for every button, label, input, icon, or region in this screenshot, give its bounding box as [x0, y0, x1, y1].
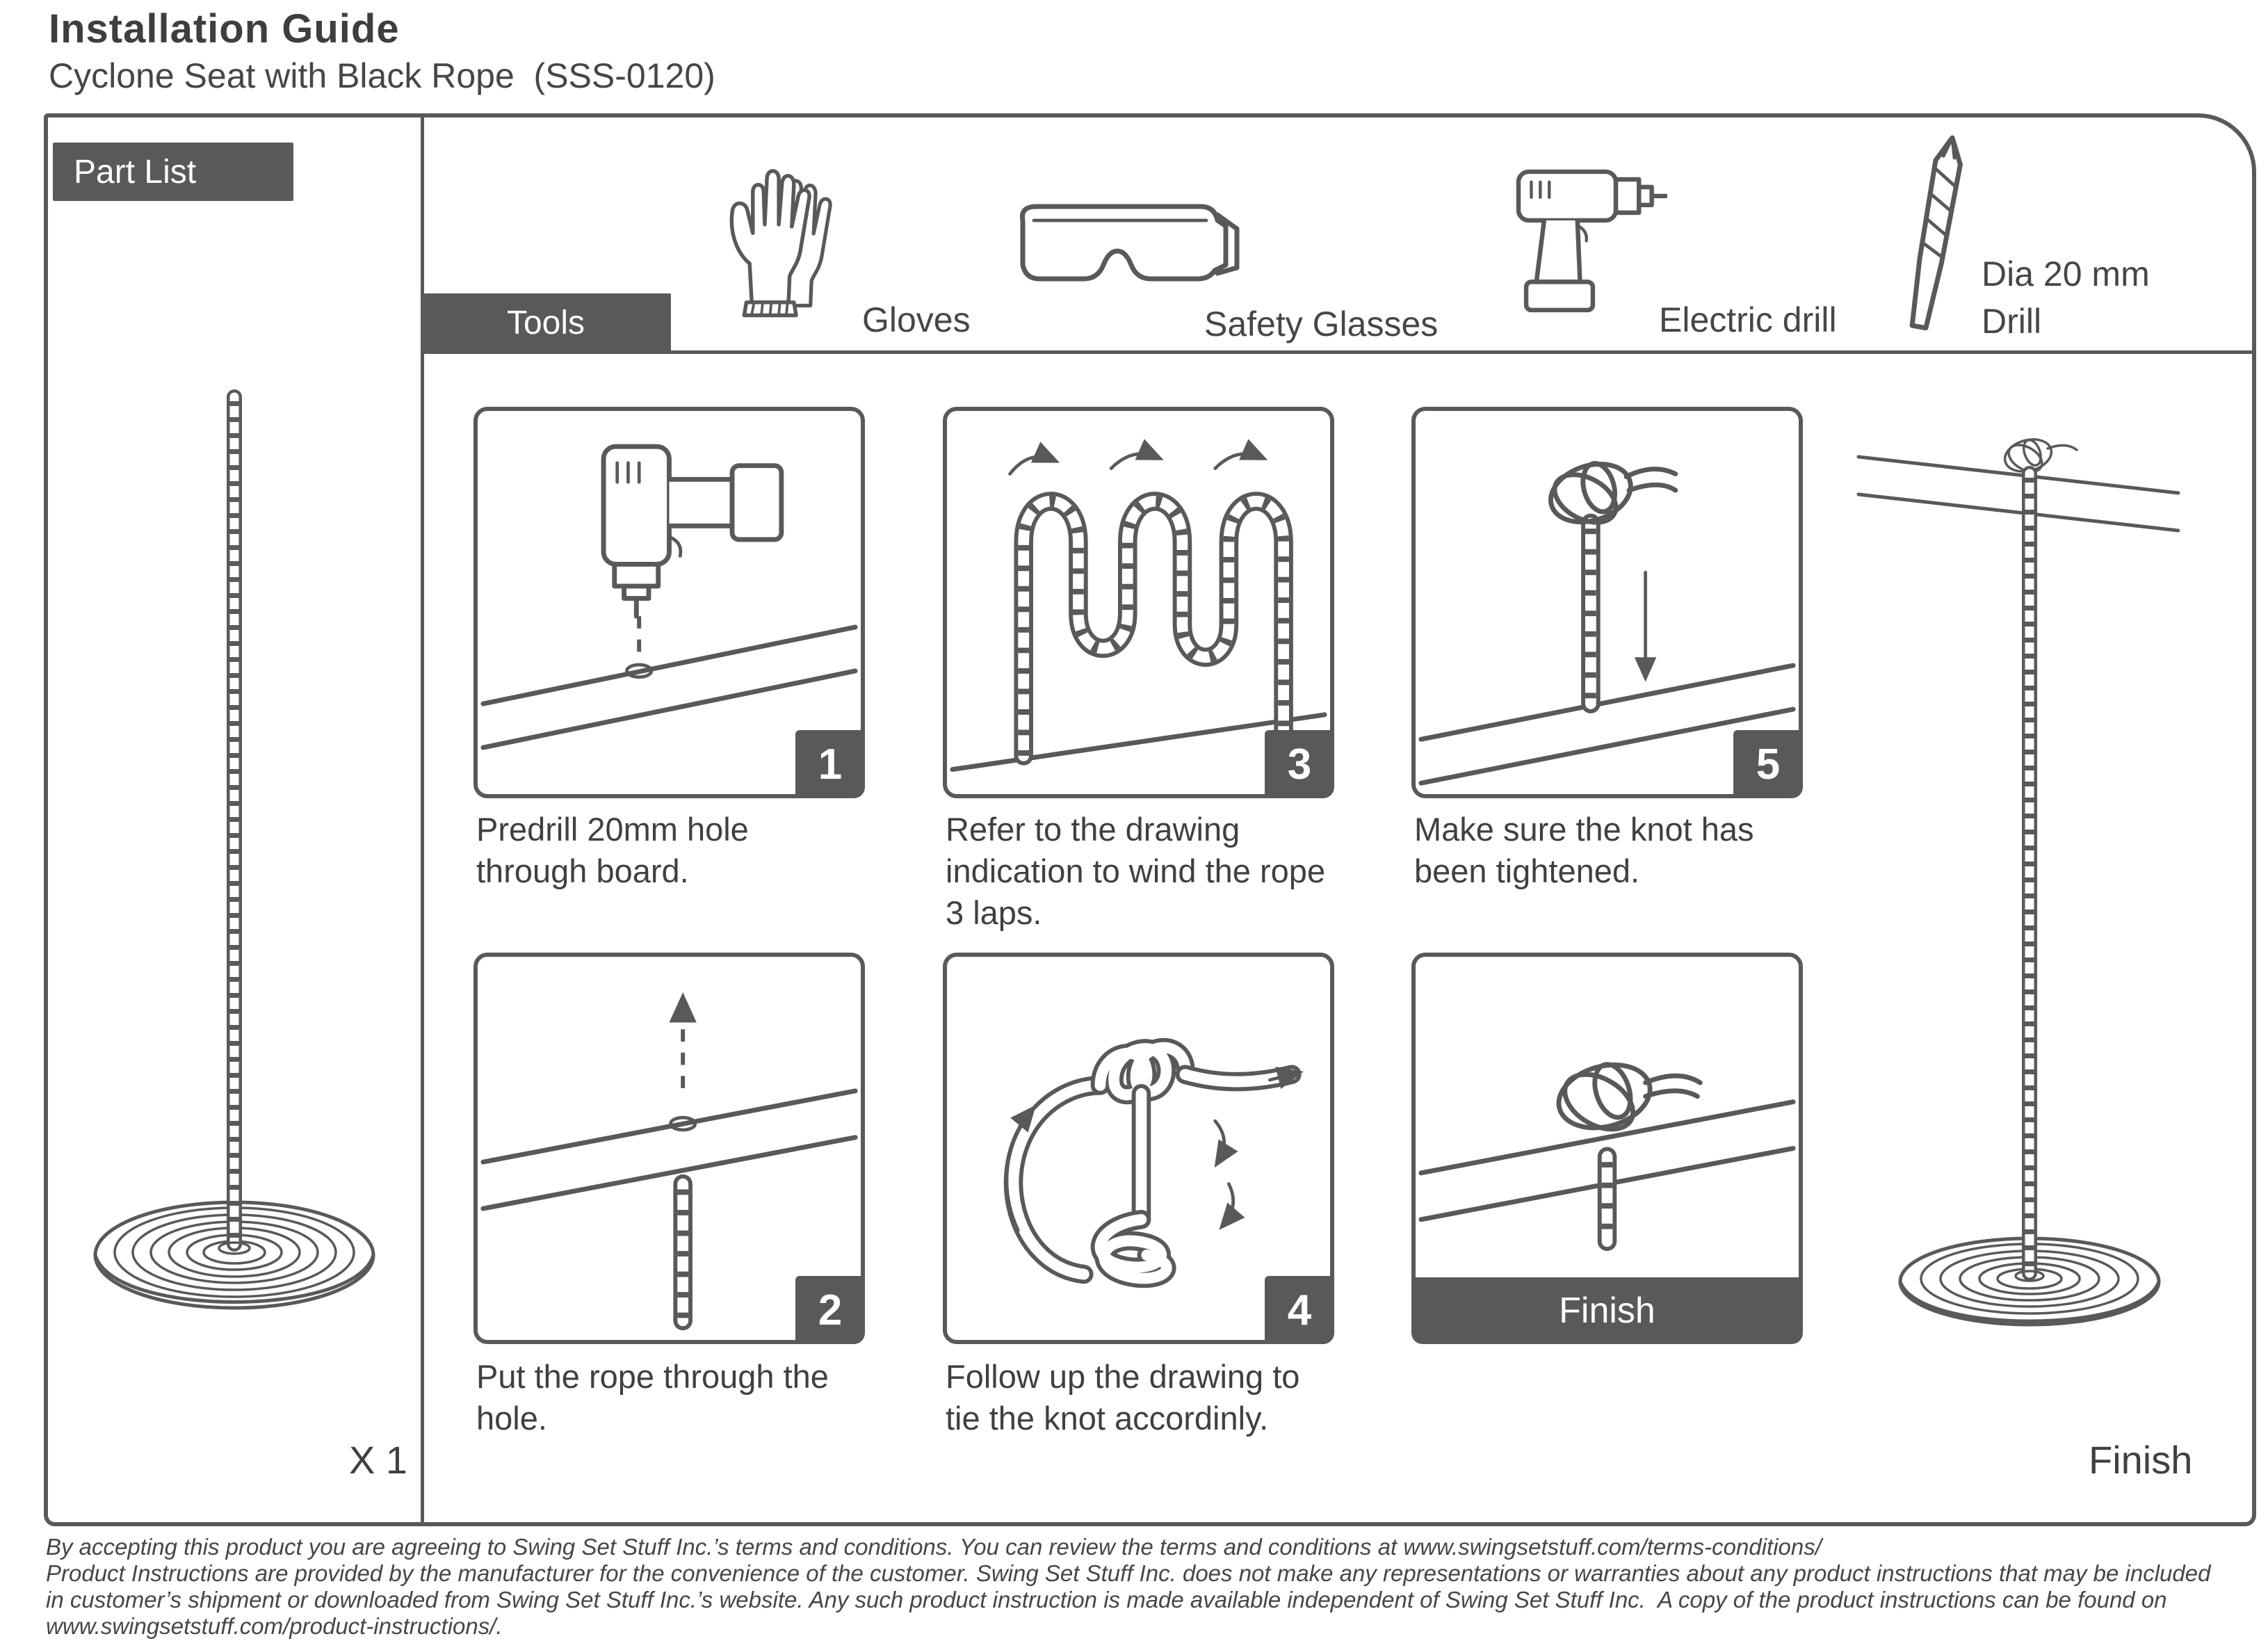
finished-product-illustration — [1852, 419, 2185, 1358]
step-number-badge-5: 5 — [1733, 730, 1803, 798]
footer-paragraph-1: By accepting this product you are agreei… — [46, 1534, 1822, 1560]
step-number-badge-2: 2 — [795, 1276, 865, 1344]
footer-paragraph-2: Product Instructions are provided by the… — [46, 1560, 2217, 1639]
step-number-badge-3: 3 — [1265, 730, 1334, 798]
tool-safety-glasses-label: Safety Glasses — [1204, 305, 1439, 343]
step-panel-5: 5 — [1411, 407, 1803, 798]
step-caption-2: Put the rope through the hole. — [476, 1358, 829, 1437]
drill-bit-icon — [1901, 128, 1970, 337]
wind-rope-illustration — [950, 439, 1327, 773]
tie-knot-illustration — [1003, 1037, 1304, 1288]
electric-drill-icon — [1500, 138, 1667, 318]
tool-drill-bit-label-line2: Drill — [1982, 302, 2042, 341]
gloves-icon — [708, 138, 854, 337]
tools-badge: Tools — [421, 293, 671, 352]
finish-panel-label: Finish — [1559, 1291, 1655, 1331]
drill-hole-illustration — [480, 444, 858, 750]
step-panel-2: 2 — [473, 953, 865, 1344]
step-caption-3: Refer to the drawing indication to wind … — [946, 811, 1326, 931]
page-title: Installation Guide — [49, 6, 400, 51]
step-number-badge-1: 1 — [795, 730, 865, 798]
tool-electric-drill-label: Electric drill — [1659, 300, 1837, 339]
step-caption-4: Follow up the drawing to tie the knot ac… — [946, 1358, 1300, 1437]
footer-legal-text: By accepting this product you are agreei… — [46, 1534, 2222, 1640]
finish-caption: Finish — [2089, 1438, 2193, 1482]
step-panel-4: 4 — [943, 953, 1334, 1344]
page-subtitle: Cyclone Seat with Black Rope (SSS-0120) — [49, 56, 715, 95]
tool-gloves-label: Gloves — [862, 300, 971, 339]
rope-through-hole-illustration — [480, 992, 858, 1331]
step-caption-1: Predrill 20mm hole through board. — [476, 811, 749, 889]
step-panel-1: 1 — [473, 407, 865, 798]
column-divider — [421, 118, 424, 1522]
step-caption-5: Make sure the knot has been tightened. — [1414, 811, 1754, 889]
finished-knot-illustration — [1418, 1062, 1796, 1252]
finish-panel-bar: Finish — [1411, 1277, 1803, 1344]
tools-label: Tools — [506, 304, 585, 341]
tools-row-divider — [421, 350, 2252, 354]
safety-glasses-icon — [1006, 179, 1242, 304]
part-list-badge: Part List — [53, 143, 293, 201]
part-quantity: X 1 — [348, 1438, 407, 1482]
step-panel-3: 3 — [943, 407, 1334, 798]
guide-body-panel: Part List Tools Gloves Safety Gl — [44, 113, 2256, 1526]
part-list-label: Part List — [74, 153, 197, 191]
tool-drill-bit-label-line1: Dia 20 mm — [1982, 254, 2150, 293]
step-number-badge-4: 4 — [1265, 1276, 1334, 1344]
tightened-knot-illustration — [1418, 461, 1796, 786]
rope-disc-seat-illustration — [72, 378, 398, 1365]
finish-panel: Finish — [1411, 953, 1803, 1344]
